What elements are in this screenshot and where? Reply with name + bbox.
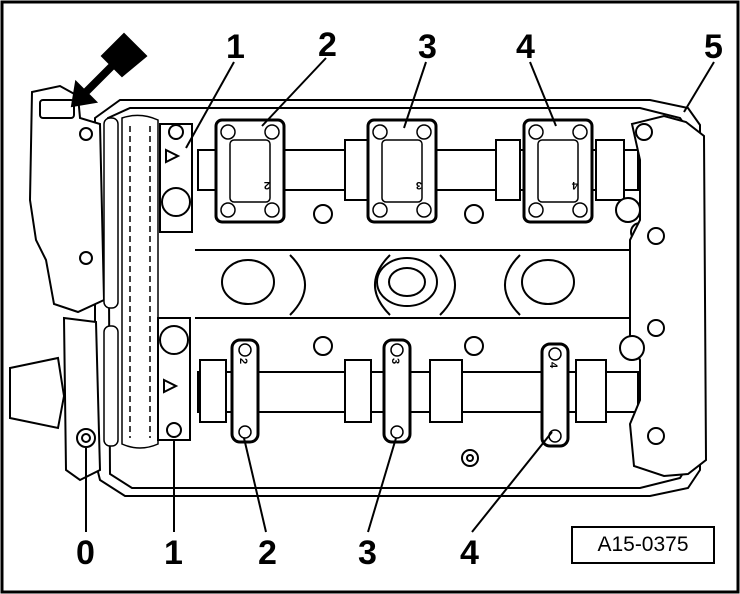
intake-cap-marking-3: 3: [416, 179, 422, 191]
figure-reference-code: A15-0375: [571, 526, 715, 564]
exhaust-cap-marking-4: 4: [547, 362, 559, 369]
intake-cap-marking-4: 4: [571, 179, 578, 191]
exhaust-bearing-cap-4: [540, 342, 570, 448]
callout-bottom-2: 2: [258, 534, 277, 572]
intake-bearing-cap-4: [522, 118, 594, 224]
exhaust-bearing-cap-3: [382, 338, 412, 444]
intake-cap-marking-2: 2: [264, 179, 270, 191]
exhaust-bearing-cap-1: [157, 317, 191, 441]
intake-bearing-cap-2: [214, 118, 286, 224]
cylinder-head-outline: [94, 99, 701, 497]
cap-markings: 2 3 4 2 3 4: [237, 179, 578, 369]
exhaust-cap-marking-2: 2: [237, 358, 249, 364]
callout-top-3: 3: [418, 28, 437, 66]
callout-bottom-3: 3: [358, 534, 377, 572]
exhaust-bearing-cap-2: [230, 338, 260, 444]
intake-bearing-cap-1: [159, 123, 193, 233]
leader-lines-top: [185, 57, 715, 149]
callout-bottom-0: 0: [76, 534, 95, 572]
callout-top-1: 1: [226, 28, 245, 66]
bold-arrow-icon: [70, 32, 148, 108]
rear-end-cap: [615, 114, 708, 478]
exhaust-cap-marking-3: 3: [389, 358, 401, 364]
camshaft-adjuster-housing: [9, 84, 106, 482]
callout-bottom-1: 1: [164, 534, 183, 572]
callout-top-2: 2: [318, 26, 337, 64]
timing-chain: [103, 114, 159, 449]
intake-bearing-cap-3: [366, 118, 438, 224]
leader-lines-bottom: [85, 431, 553, 533]
callout-bottom-4: 4: [460, 534, 479, 572]
callout-top-4: 4: [516, 28, 535, 66]
exhaust-camshaft: [197, 359, 639, 423]
callout-top-5: 5: [704, 28, 723, 66]
